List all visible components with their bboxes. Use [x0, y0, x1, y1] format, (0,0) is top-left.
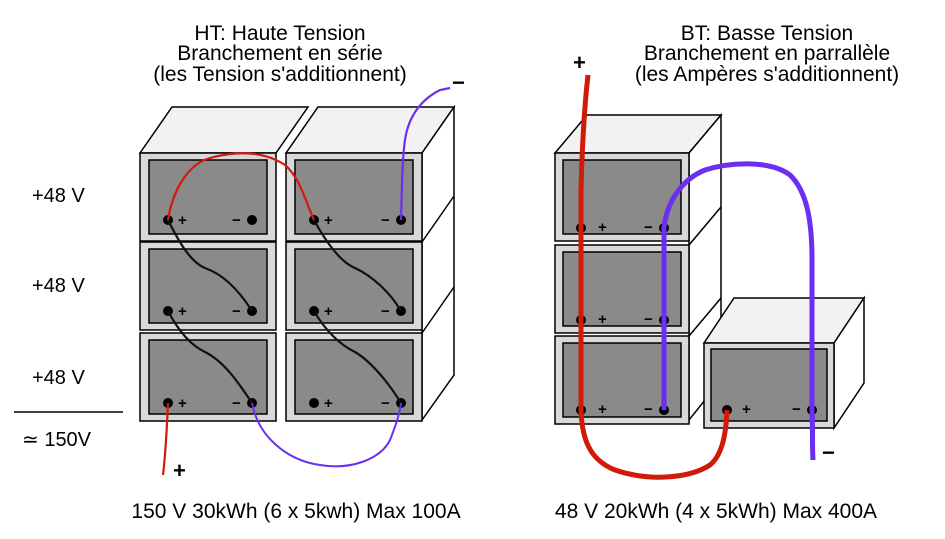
voltage-label-2: +48 V [32, 275, 85, 297]
battery-plus-sign: + [598, 401, 607, 418]
series-jumper-wires [167, 219, 402, 404]
left-title-line-1: HT: Haute Tension [194, 22, 365, 45]
battery-minus-sign: − [232, 212, 241, 229]
battery-minus-sign: − [644, 219, 653, 236]
battery [139, 152, 277, 242]
battery-minus-sign: − [644, 311, 653, 328]
left-caption: 150 V 30kWh (6 x 5kwh) Max 100A [131, 500, 460, 523]
voltage-label-1: +48 V [32, 185, 85, 207]
battery-plus-sign: + [178, 395, 187, 412]
right-caption: 48 V 20kWh (4 x 5kWh) Max 400A [555, 500, 877, 523]
battery-minus-sign: − [644, 401, 653, 418]
battery-plus-sign: + [324, 212, 333, 229]
battery-minus-sign: − [381, 303, 390, 320]
right-title-line-3: (les Ampères s'additionnent) [635, 63, 899, 86]
positive-wire [161, 402, 170, 476]
left-battery-bank: + − + − + − + − + − + − [138, 86, 456, 476]
battery [139, 241, 277, 331]
right-title-line-1: BT: Basse Tension [681, 22, 853, 45]
left-title-line-3: (les Tension s'additionnent) [153, 63, 406, 86]
battery-minus-sign: − [381, 395, 390, 412]
battery-side-face [421, 104, 455, 423]
battery [285, 152, 423, 242]
battery-minus-sign: − [792, 401, 801, 418]
right-positive-terminal-symbol: + [573, 50, 586, 75]
battery-minus-sign: − [232, 303, 241, 320]
battery-plus-sign: + [324, 395, 333, 412]
battery-top-face [138, 106, 310, 154]
battery-minus-sign: − [381, 212, 390, 229]
battery-plus-sign: + [178, 212, 187, 229]
left-negative-terminal-symbol: − [452, 70, 465, 95]
battery-plus-sign: + [178, 303, 187, 320]
right-battery-bank: + − + − + − + − [553, 74, 866, 480]
negative-bus-wire [661, 161, 816, 461]
voltage-label-3: +48 V [32, 367, 85, 389]
battery-minus-sign: − [232, 395, 241, 412]
left-positive-terminal-symbol: + [173, 458, 186, 483]
total-voltage-label: ≃ 150V [22, 429, 92, 451]
left-title-line-2: Branchement en série [177, 42, 382, 65]
right-negative-terminal-symbol: − [822, 440, 835, 465]
positive-wire [166, 152, 316, 221]
negative-wire [399, 86, 451, 221]
battery-plus-sign: + [598, 311, 607, 328]
battery-plus-sign: + [742, 401, 751, 418]
battery [139, 332, 277, 422]
battery-plus-sign: + [324, 303, 333, 320]
battery [285, 241, 423, 331]
positive-bus-wire [578, 74, 730, 480]
right-title-line-2: Branchement en parrallèle [644, 42, 890, 65]
negative-wire [251, 402, 402, 468]
battery-plus-sign: + [598, 219, 607, 236]
